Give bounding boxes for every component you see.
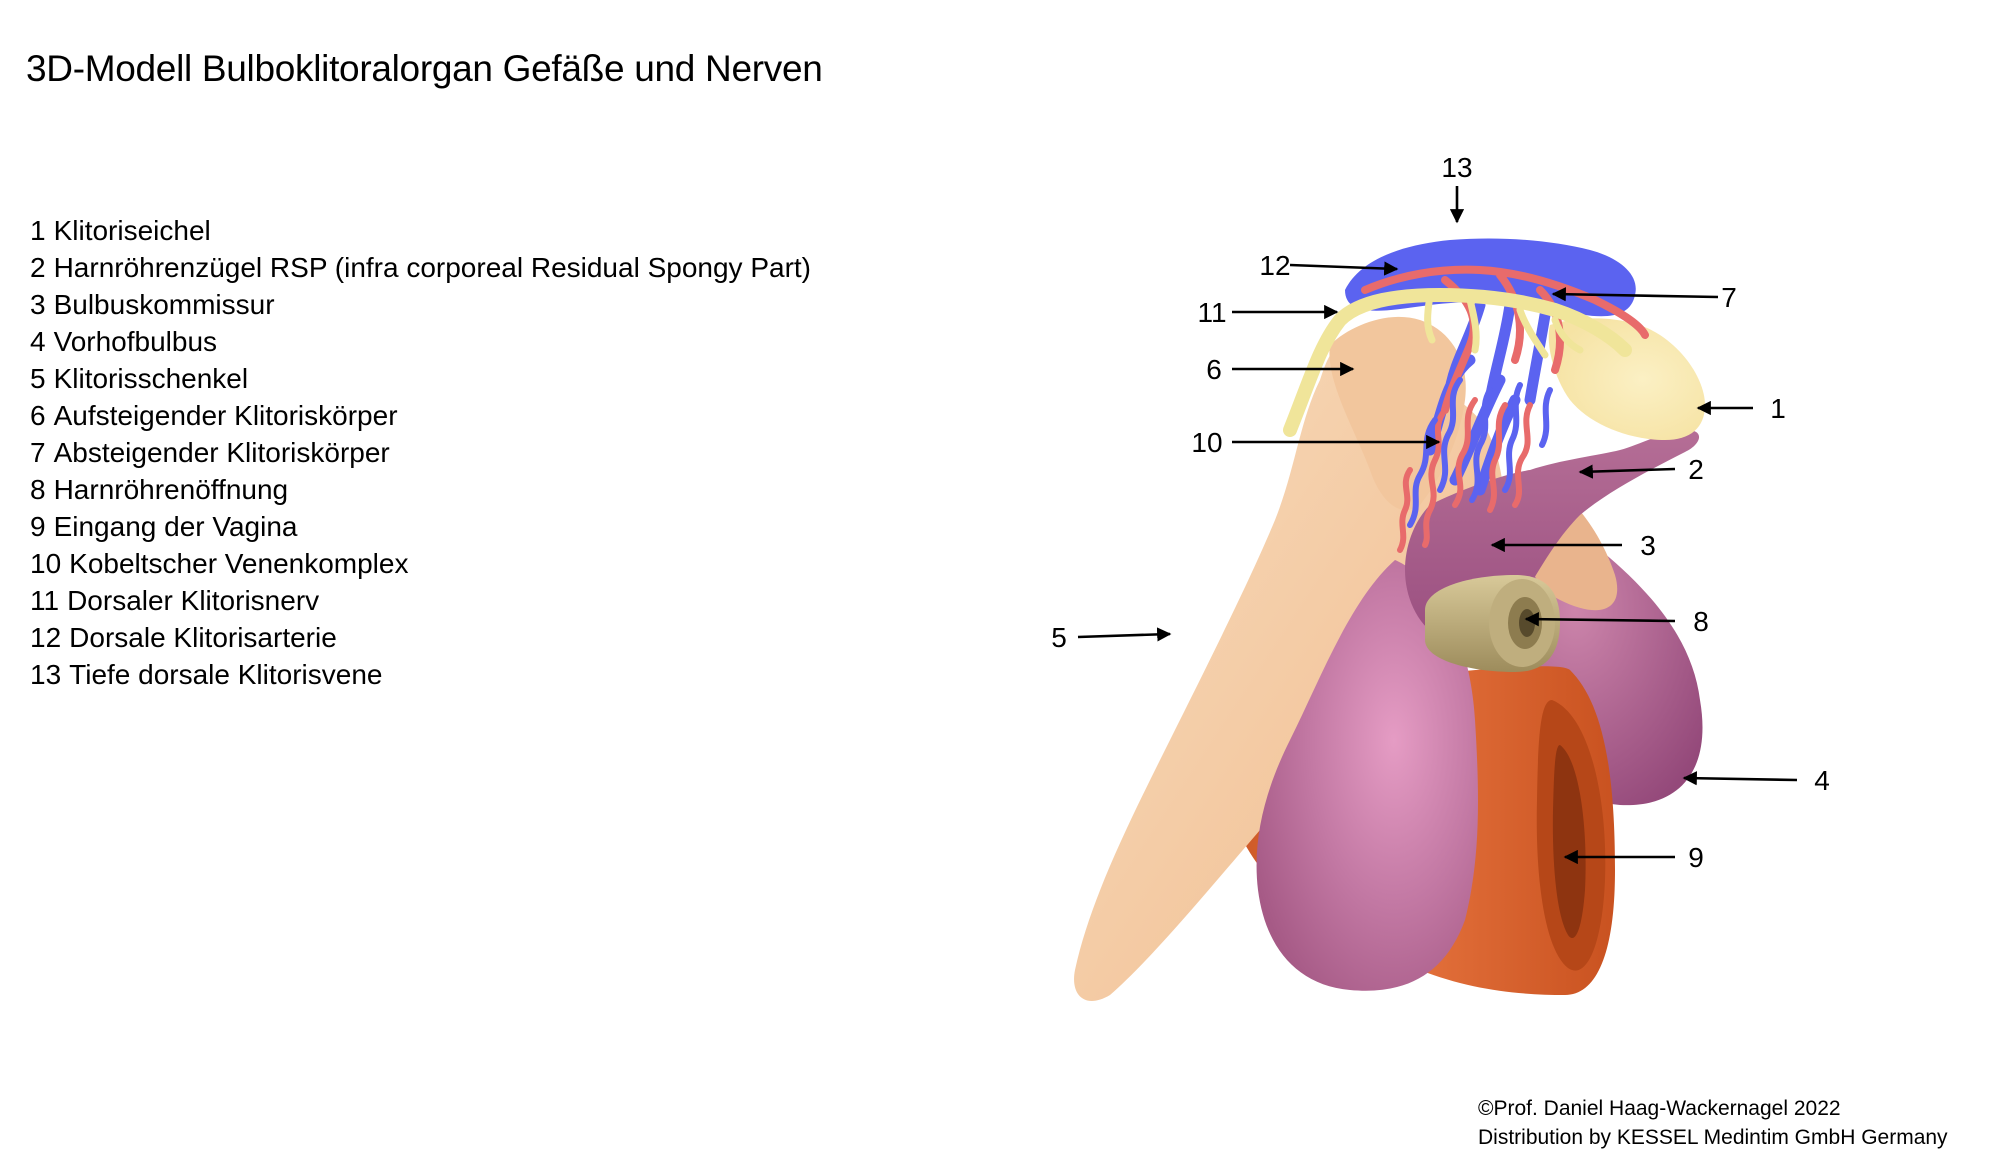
callout-arrow-4 — [1682, 771, 1798, 786]
vagina-lumen — [1552, 745, 1586, 938]
credits: ©Prof. Daniel Haag-Wackernagel 2022 Dist… — [1478, 1094, 1948, 1152]
callout-12: 12 — [1259, 250, 1290, 281]
legend-number: 9 — [30, 511, 46, 542]
callout-13: 13 — [1441, 152, 1472, 183]
legend-number: 2 — [30, 252, 46, 283]
callout-arrow-5 — [1077, 627, 1172, 642]
callout-arrows — [1077, 186, 1798, 865]
callout-6: 6 — [1206, 354, 1222, 385]
legend-number: 4 — [30, 326, 46, 357]
legend-label: Klitoriseichel — [53, 215, 211, 246]
legend-number: 1 — [30, 215, 46, 246]
callout-1: 1 — [1770, 393, 1786, 424]
legend-number: 10 — [30, 548, 62, 579]
legend-number: 6 — [30, 400, 46, 431]
legend-label: Harnröhrenzügel RSP (infra corporeal Res… — [53, 252, 811, 283]
callout-9: 9 — [1688, 842, 1704, 873]
vestibular-bulb-left — [1256, 560, 1478, 991]
distribution-line: Distribution by KESSEL Medintim GmbH Ger… — [1478, 1126, 1948, 1149]
legend-label: Klitorisschenkel — [53, 363, 249, 394]
copyright-line: ©Prof. Daniel Haag-Wackernagel 2022 — [1478, 1097, 1841, 1120]
legend-label: Absteigender Klitoriskörper — [53, 437, 390, 468]
callout-4: 4 — [1814, 765, 1830, 796]
legend-label: Aufsteigender Klitoriskörper — [53, 400, 398, 431]
legend-label: Eingang der Vagina — [53, 511, 298, 542]
legend-number: 8 — [30, 474, 46, 505]
dorsal-artery — [1361, 265, 1649, 414]
kobelt-venous-complex — [1407, 377, 1553, 528]
legend-label: Bulbuskommissur — [53, 289, 275, 320]
legend-label: Vorhofbulbus — [53, 326, 218, 357]
legend-label: Harnröhrenöffnung — [53, 474, 289, 505]
clitoral-glans — [1548, 318, 1705, 440]
legend-label: Tiefe dorsale Klitorisvene — [69, 659, 383, 690]
callout-2: 2 — [1688, 454, 1704, 485]
callout-3: 3 — [1640, 530, 1656, 561]
legend-number: 11 — [30, 585, 60, 616]
legend-label: Kobeltscher Venenkomplex — [69, 548, 409, 579]
callout-arrow-7 — [1551, 287, 1719, 302]
callout-8: 8 — [1693, 606, 1709, 637]
dorsal-nerve — [1283, 288, 1632, 437]
callout-7: 7 — [1721, 282, 1737, 313]
legend-number: 7 — [30, 437, 46, 468]
callout-10: 10 — [1191, 427, 1222, 458]
callout-5: 5 — [1051, 622, 1067, 653]
legend-number: 13 — [30, 659, 62, 690]
artery-loops — [1397, 397, 1533, 553]
legend-number: 3 — [30, 289, 46, 320]
callout-numbers: 13 12 7 11 6 1 10 2 3 8 5 4 9 — [1051, 152, 1830, 873]
callout-arrow-2 — [1578, 464, 1676, 479]
urethral-lumen — [1519, 609, 1535, 637]
nerve-branches — [1424, 291, 1584, 359]
legend-number: 12 — [30, 622, 62, 653]
callout-11: 11 — [1197, 297, 1226, 328]
callout-arrow-12 — [1289, 261, 1399, 276]
page-title: 3D-Modell Bulboklitoralorgan Gefäße und … — [26, 48, 823, 89]
legend-label: Dorsale Klitorisarterie — [69, 622, 337, 653]
legend-label: Dorsaler Klitorisnerv — [67, 585, 320, 616]
callout-arrow-8 — [1524, 612, 1676, 627]
clitoral-crus — [1074, 345, 1505, 1001]
legend-number: 5 — [30, 363, 46, 394]
